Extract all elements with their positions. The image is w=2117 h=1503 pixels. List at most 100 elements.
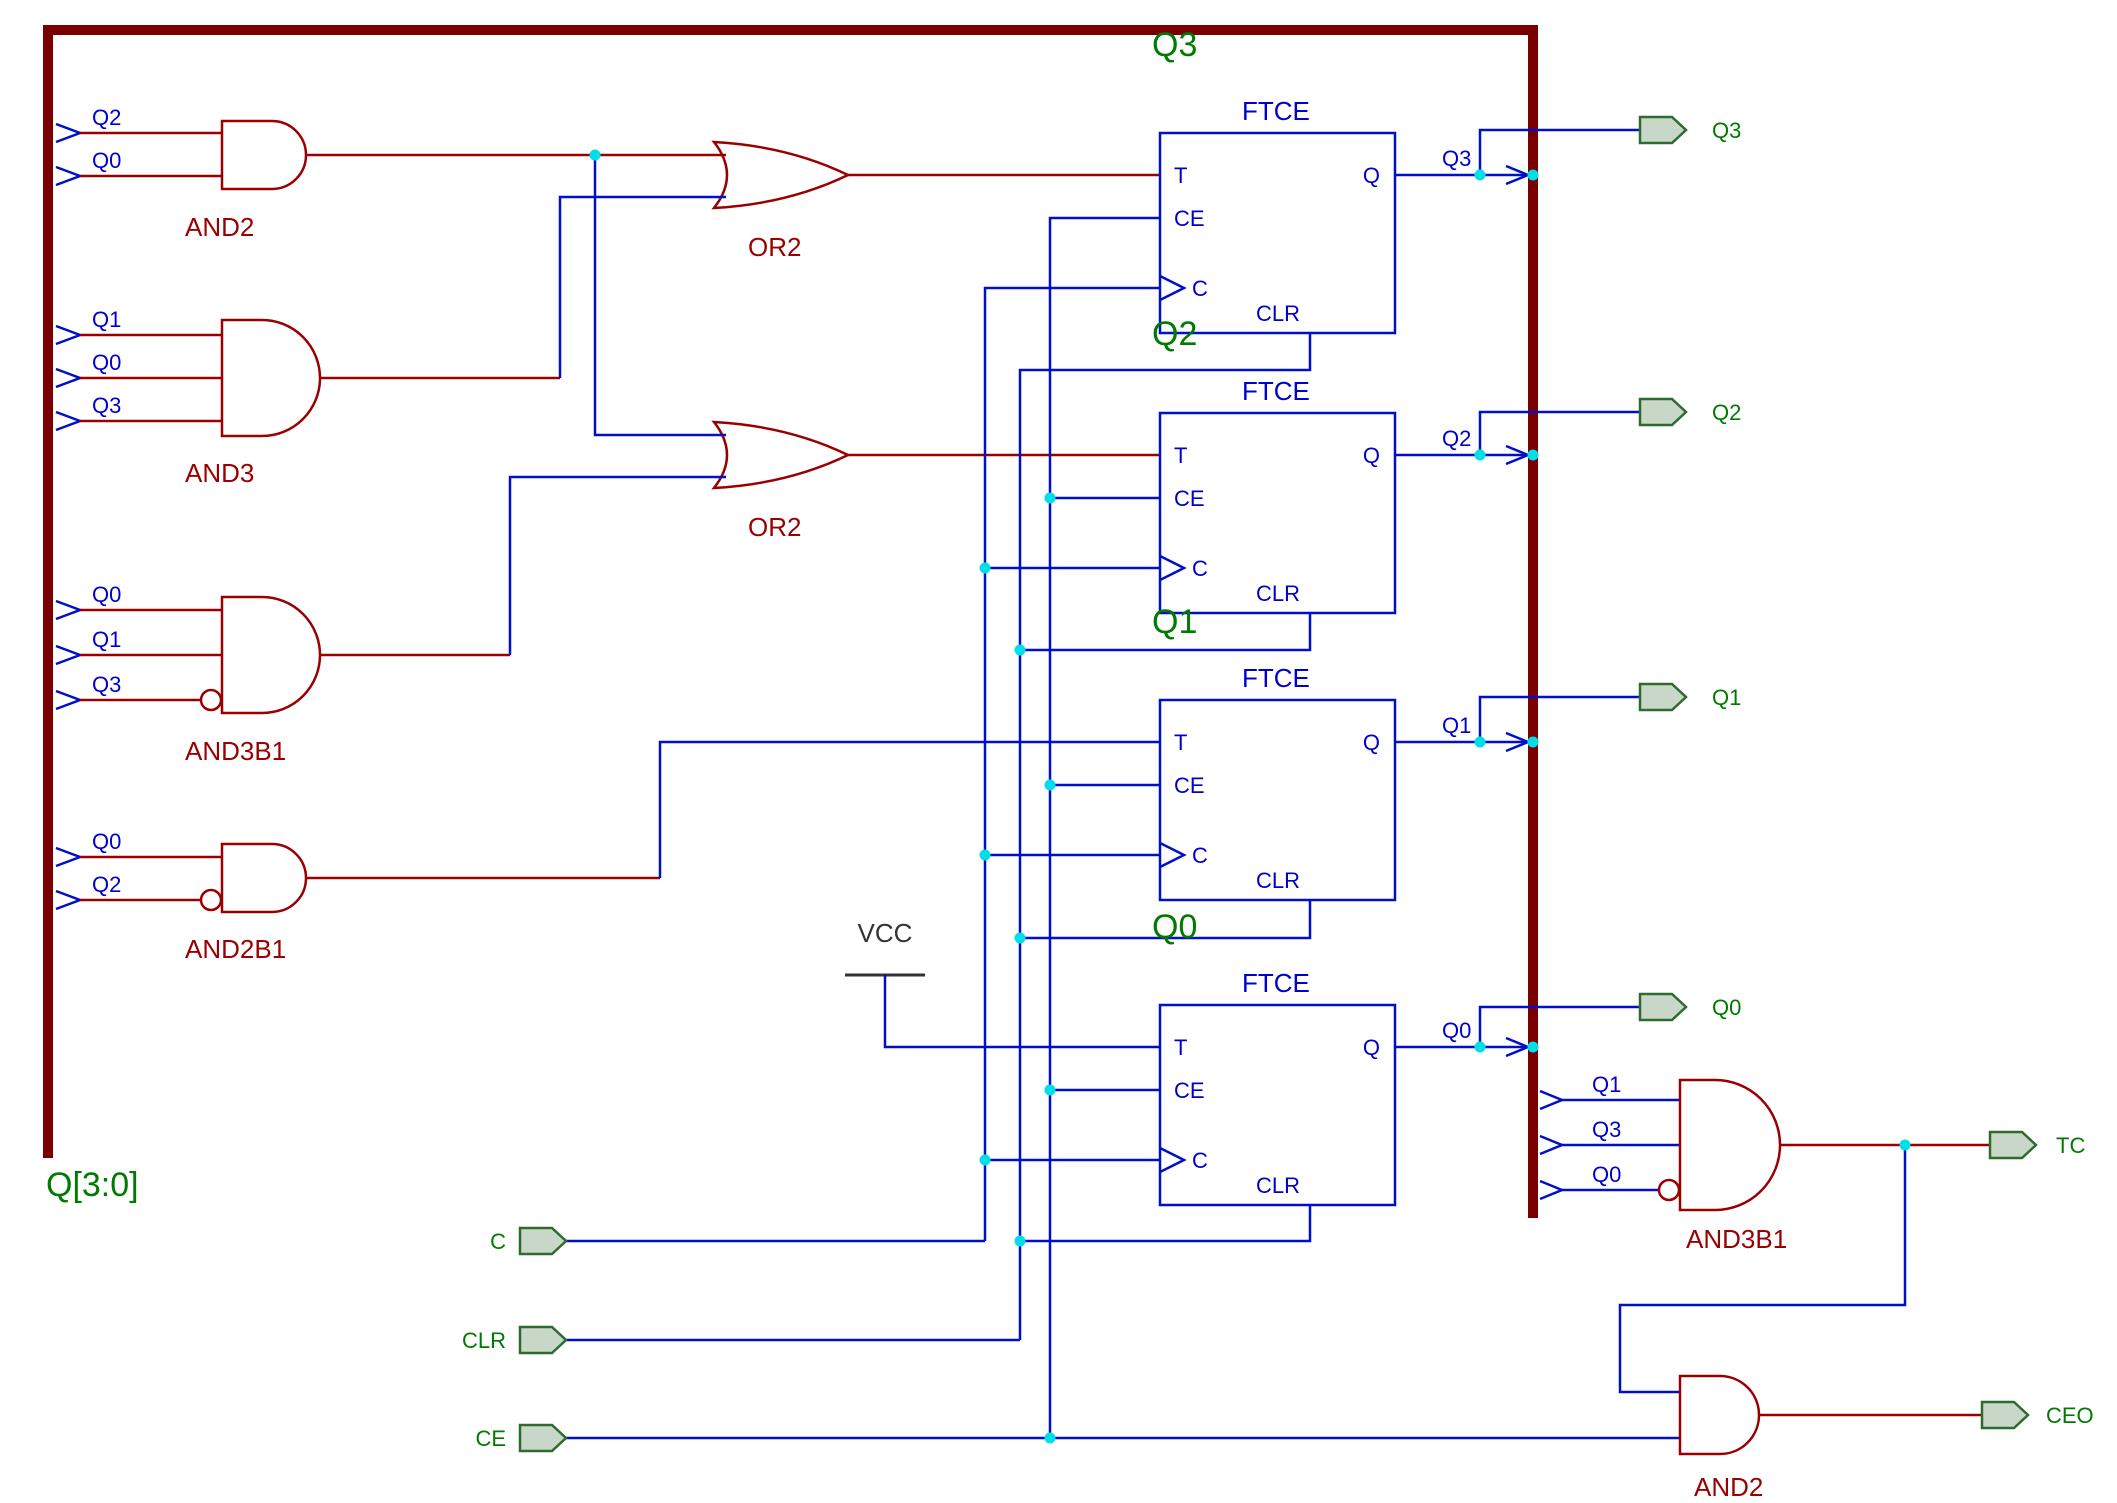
input-port-c[interactable]: C xyxy=(490,1226,568,1256)
output-port-q1[interactable]: Q1 xyxy=(1638,682,1741,712)
bus-tap-icon[interactable] xyxy=(55,689,84,711)
gate-and2b1[interactable]: AND2B1 xyxy=(185,842,308,964)
junction-dot xyxy=(1527,449,1539,461)
gate-and3b1[interactable]: AND3B1 xyxy=(185,595,322,766)
bus-taps-left[interactable]: Q2 Q0 Q1 Q0 Q3 Q0 Q1 Q3 Q0 Q2 xyxy=(55,105,222,911)
vcc-label: VCC xyxy=(858,918,913,948)
output-marker-icon[interactable] xyxy=(1988,1130,2038,1160)
bus-tap-icon[interactable] xyxy=(55,644,84,666)
junction-dot xyxy=(589,149,601,161)
bus-tap-icon[interactable] xyxy=(55,889,84,911)
net-label: Q2 xyxy=(92,105,121,130)
output-port-q2[interactable]: Q2 xyxy=(1638,397,1741,427)
junction-dot xyxy=(1044,779,1056,791)
and3b1-body[interactable] xyxy=(220,595,322,715)
net-label: Q0 xyxy=(92,829,121,854)
ff-body[interactable] xyxy=(1158,698,1397,902)
or2-body[interactable] xyxy=(711,140,851,210)
and2b1-body[interactable] xyxy=(220,842,308,914)
and3b1-body[interactable] xyxy=(1678,1078,1782,1212)
or2-body[interactable] xyxy=(711,420,851,490)
output-port-q0[interactable]: Q0 xyxy=(1638,992,1741,1022)
wire-tc-to-ceo-and2[interactable] xyxy=(1618,1145,1907,1394)
ff-body[interactable] xyxy=(1158,411,1397,615)
port-label: Q2 xyxy=(1712,400,1741,425)
gate-or2-lower[interactable]: OR2 xyxy=(711,420,851,542)
bus-tap-icon[interactable] xyxy=(55,410,84,432)
gate-and2-ceo[interactable]: AND2 xyxy=(1678,1374,1763,1502)
flipflop-q0[interactable]: FTCE T CE C CLR Q xyxy=(1158,968,1397,1207)
bus-tap-icon[interactable] xyxy=(1539,1134,1566,1156)
net-label: Q2 xyxy=(92,872,121,897)
net-q0[interactable] xyxy=(1395,1005,1640,1049)
bus-tap-icon[interactable] xyxy=(55,599,84,621)
ff-body[interactable] xyxy=(1158,131,1397,335)
net-q3[interactable] xyxy=(1395,128,1640,177)
input-marker-icon[interactable] xyxy=(518,1226,568,1256)
wire-and3-to-or1[interactable] xyxy=(558,195,726,378)
net-clr[interactable] xyxy=(566,333,1312,1342)
wires-tc-gate-inputs[interactable] xyxy=(1562,1098,1680,1192)
bus-tap-icon[interactable] xyxy=(55,846,84,868)
net-ce[interactable] xyxy=(566,216,1680,1440)
ff-body[interactable] xyxy=(1158,1003,1397,1207)
output-marker-icon[interactable] xyxy=(1638,115,1688,145)
gate-and2[interactable]: AND2 xyxy=(185,119,308,242)
bus-tap-icon[interactable] xyxy=(55,122,84,144)
bus-tap-icon[interactable] xyxy=(55,367,84,389)
bus-tap-icon[interactable] xyxy=(1539,1089,1566,1111)
pin-q-label: Q xyxy=(1363,443,1380,468)
bus-tap-icon[interactable] xyxy=(55,165,84,187)
flipflop-q2[interactable]: FTCE T CE C CLR Q xyxy=(1158,376,1397,615)
flipflop-q3[interactable]: FTCE T CE C CLR Q xyxy=(1158,96,1397,335)
flipflop-q1[interactable]: FTCE T CE C CLR Q xyxy=(1158,663,1397,902)
gate-and3[interactable]: AND3 xyxy=(185,318,322,488)
bus-taps-tc-gate[interactable]: Q1 Q3 Q0 xyxy=(1539,1072,1621,1201)
port-label: Q1 xyxy=(1712,685,1741,710)
input-port-ce[interactable]: CE xyxy=(475,1423,568,1453)
bus-q3-0[interactable] xyxy=(43,25,1538,1218)
input-marker-icon[interactable] xyxy=(518,1423,568,1453)
output-marker-icon[interactable] xyxy=(1638,397,1688,427)
clock-wedge-icon xyxy=(1159,841,1187,869)
input-port-clr[interactable]: CLR xyxy=(462,1325,568,1355)
output-marker-icon[interactable] xyxy=(1638,992,1688,1022)
gate-label: OR2 xyxy=(748,512,801,542)
junction-dot xyxy=(1474,736,1486,748)
bus-tap-icon[interactable] xyxy=(55,324,84,346)
wire-and3b1-to-or2[interactable] xyxy=(508,475,726,655)
clock-wedge-icon xyxy=(1159,554,1187,582)
net-q1[interactable] xyxy=(1395,695,1640,744)
pin-t-label: T xyxy=(1174,163,1187,188)
output-port-tc[interactable]: TC xyxy=(1988,1130,2085,1160)
pin-ce-label: CE xyxy=(1174,1078,1205,1103)
and2-body[interactable] xyxy=(220,119,308,191)
junction-dot xyxy=(1044,1432,1056,1444)
output-port-q3[interactable]: Q3 xyxy=(1638,115,1741,145)
gate-or2-upper[interactable]: OR2 xyxy=(711,140,851,262)
wire-and2-branch-to-or2[interactable] xyxy=(593,155,726,437)
ff-type-label: FTCE xyxy=(1242,968,1310,998)
inverter-bubble-icon xyxy=(199,688,223,712)
output-marker-icon[interactable] xyxy=(1638,682,1688,712)
and2-body[interactable] xyxy=(1678,1374,1761,1456)
port-label: TC xyxy=(2056,1133,2085,1158)
net-c-clock[interactable] xyxy=(566,286,1160,1243)
gate-label: AND2B1 xyxy=(185,934,286,964)
net-q2[interactable] xyxy=(1395,410,1640,457)
bus-tap-icon[interactable] xyxy=(1539,1179,1566,1201)
ff-type-label: FTCE xyxy=(1242,96,1310,126)
stage-label-q2: Q2 xyxy=(1152,315,1197,353)
qnet-label-q2: Q2 xyxy=(1442,426,1471,451)
and3-body[interactable] xyxy=(220,318,322,438)
wire-and2b1-to-ff-q1-t[interactable] xyxy=(658,740,1160,878)
bus-taps-right-q[interactable] xyxy=(1505,164,1532,1058)
gate-and3b1-tc[interactable]: AND3B1 xyxy=(1657,1078,1787,1254)
pin-clr-label: CLR xyxy=(1256,581,1300,606)
vcc-symbol[interactable]: VCC xyxy=(845,918,925,977)
output-marker-icon[interactable] xyxy=(1980,1400,2030,1430)
input-marker-icon[interactable] xyxy=(518,1325,568,1355)
output-port-ceo[interactable]: CEO xyxy=(1980,1400,2094,1430)
wire-vcc-to-ff-q0-t[interactable] xyxy=(883,975,1160,1049)
net-label: Q1 xyxy=(92,627,121,652)
